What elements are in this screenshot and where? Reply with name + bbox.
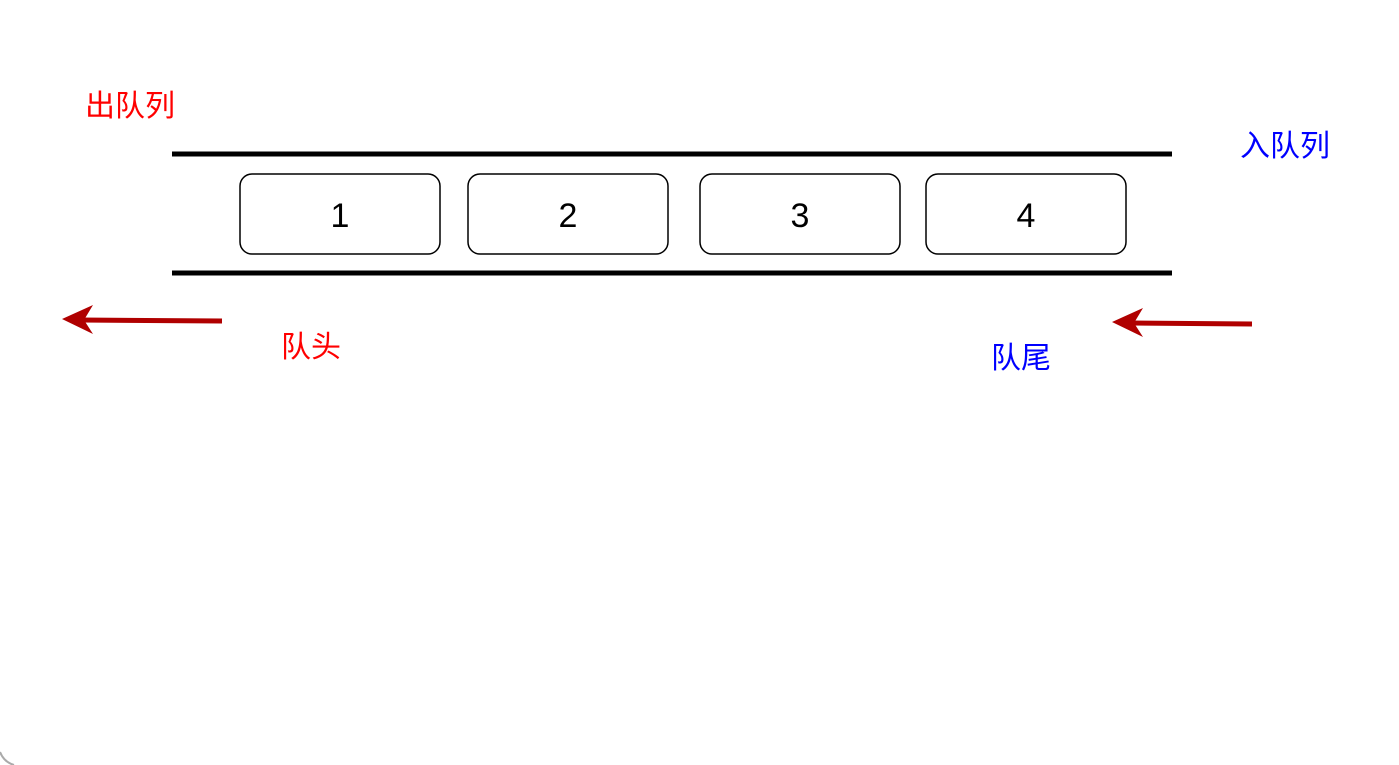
- queue-item: 4: [925, 173, 1127, 255]
- dequeue-arrow-icon: [62, 305, 223, 334]
- queue-item: 1: [239, 173, 441, 255]
- queue-item-value: 2: [559, 197, 578, 235]
- queue-tail-label: 队尾: [991, 341, 1051, 376]
- enqueue-label: 入队列: [1240, 129, 1330, 164]
- dequeue-label: 出队列: [85, 89, 175, 124]
- queue-head-label: 队头: [281, 330, 341, 365]
- queue-item-value: 1: [331, 197, 350, 235]
- queue-item: 3: [699, 173, 901, 255]
- queue-item-value: 3: [791, 197, 810, 235]
- corner-mark: [0, 751, 15, 765]
- enqueue-arrow-icon: [1112, 308, 1253, 337]
- queue-item: 2: [467, 173, 669, 255]
- queue-item-value: 4: [1017, 197, 1036, 235]
